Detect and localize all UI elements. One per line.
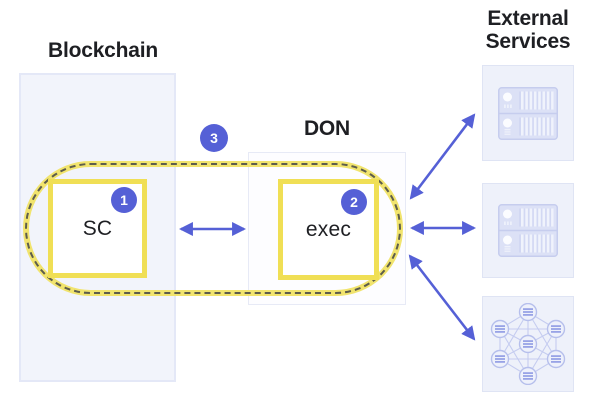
- external-service-box-1: [482, 65, 574, 161]
- external-services-title-line1: External: [487, 7, 569, 30]
- blockchain-title: Blockchain: [48, 39, 159, 62]
- external-service-box-2: [482, 183, 574, 278]
- external-services-title-line2: Services: [485, 30, 571, 53]
- arrow-don-service3: [408, 254, 476, 341]
- external-service-box-3: [482, 296, 574, 392]
- external-services-title: External Services: [476, 7, 580, 53]
- step-badge-3: 3: [200, 124, 228, 152]
- server-rack-icon: [498, 86, 558, 140]
- don-title: DON: [303, 117, 351, 140]
- sc-node-label: SC: [82, 216, 113, 240]
- step-badge-1: 1: [111, 187, 137, 213]
- step-badge-2: 2: [341, 189, 367, 215]
- mesh-network-icon: [490, 303, 566, 385]
- exec-node: exec: [278, 179, 379, 280]
- exec-node-label: exec: [305, 217, 352, 241]
- server-rack-icon: [498, 204, 558, 257]
- trust-boundary-capsule: [23, 161, 403, 296]
- arrow-don-service1: [409, 113, 476, 200]
